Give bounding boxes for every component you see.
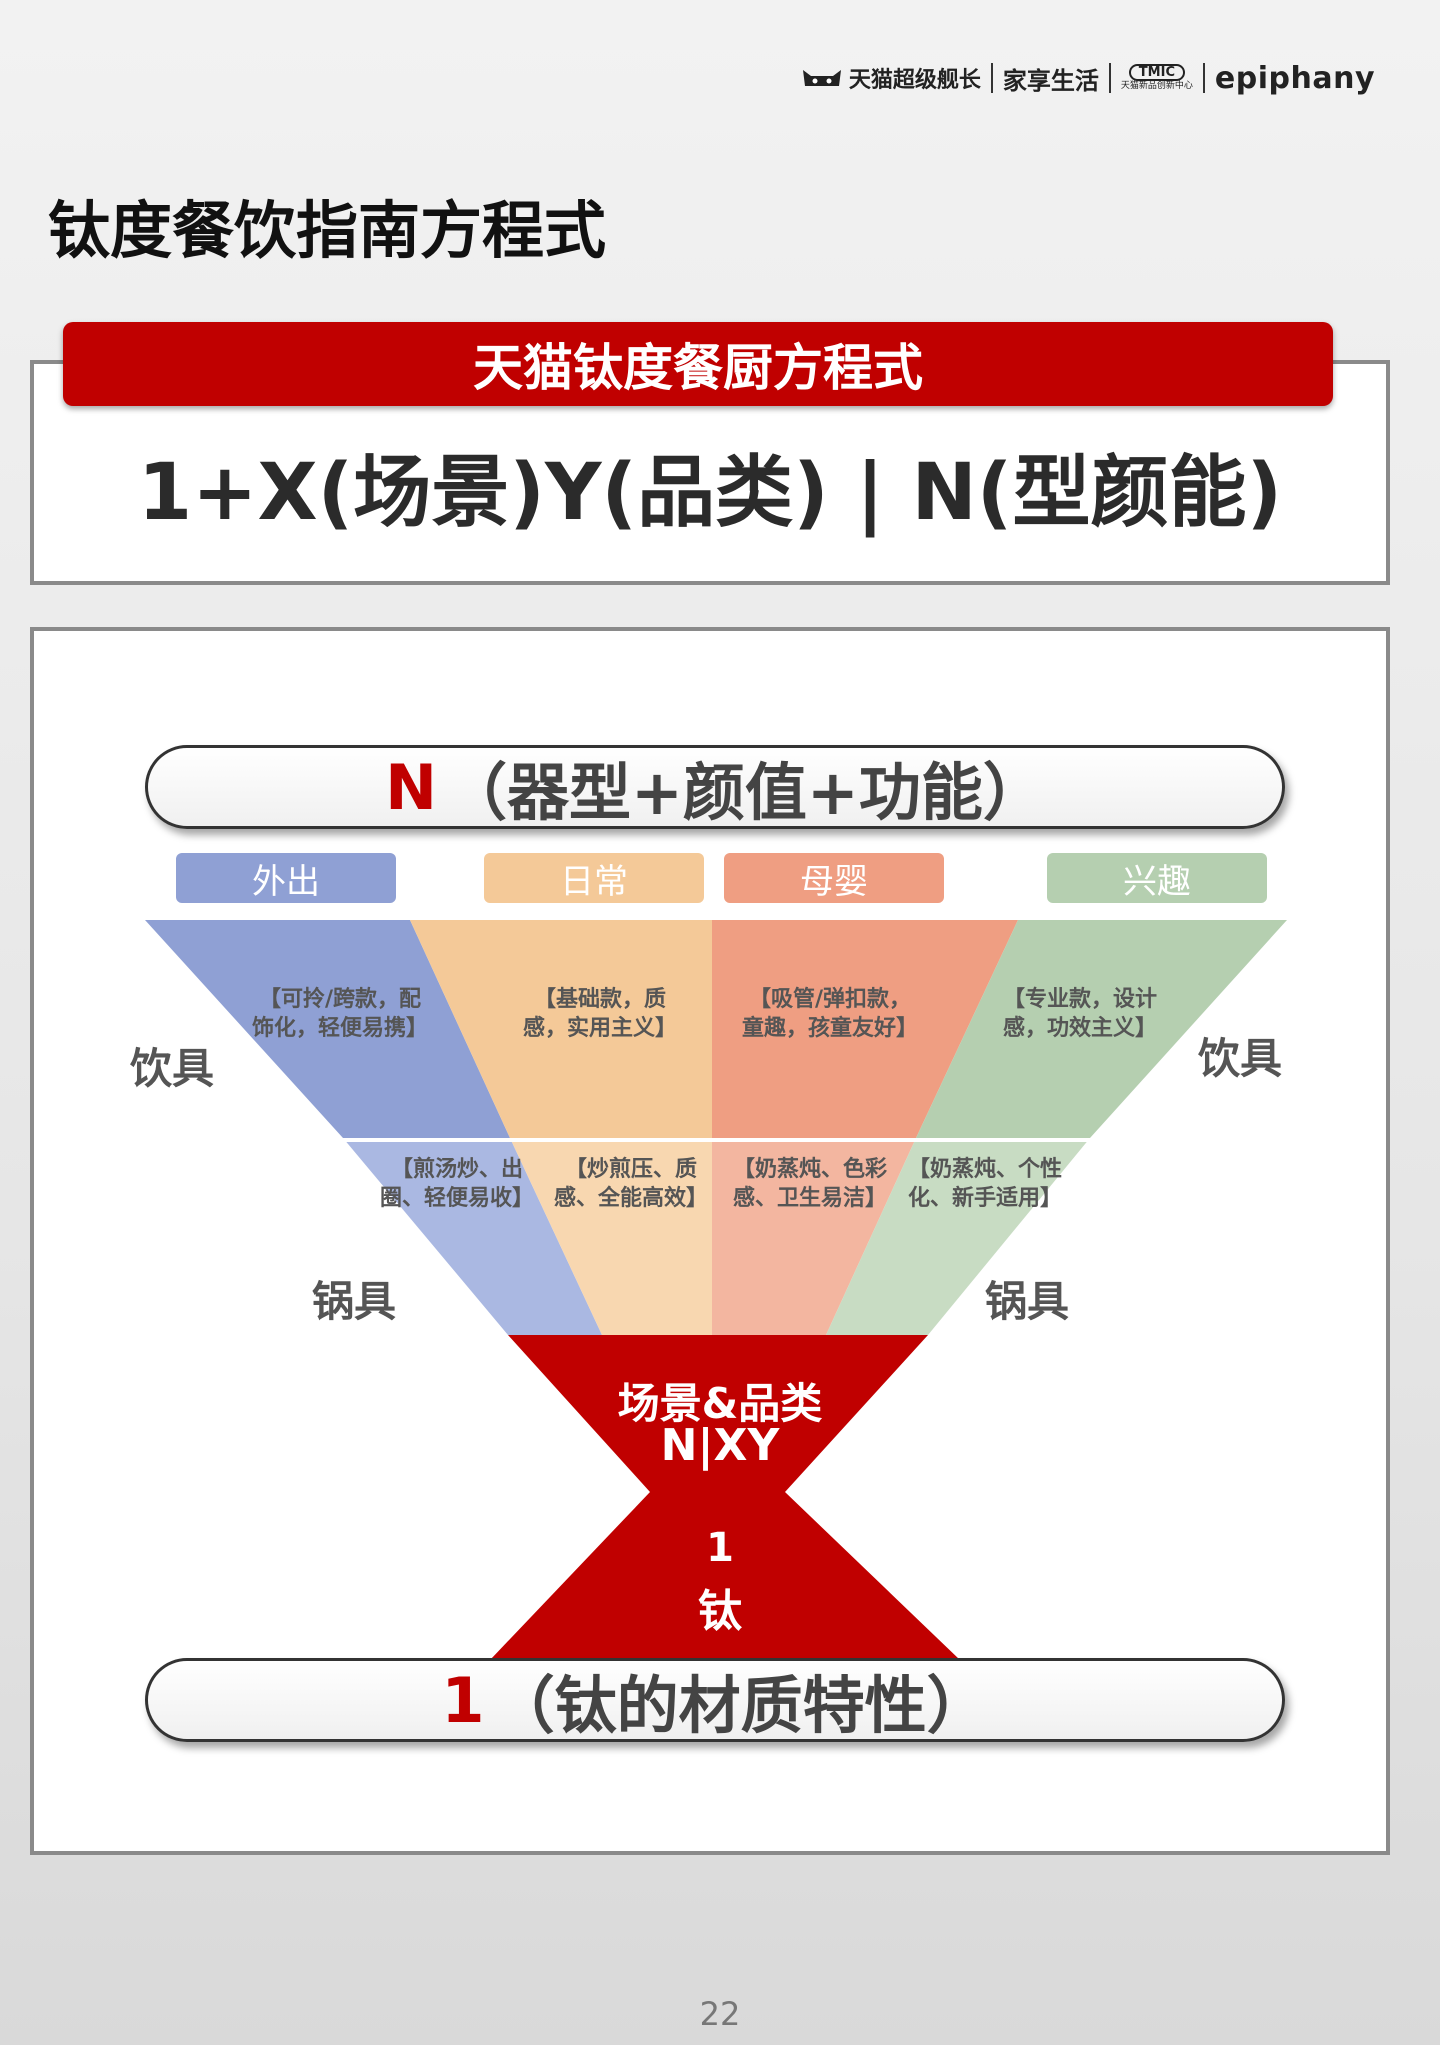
logo-divider [1202,63,1205,93]
scene-tag-baby: 母婴 [724,853,944,903]
bottom-pill-text: （钛的材质特性） [492,1669,989,1742]
tmic-logo: TMIC 天猫新品创新中心 [1121,64,1193,92]
drinkware-label-left: 饮具 [130,1044,215,1093]
tmall-cat-icon [802,70,841,86]
hourglass-upper-title: 场景&品类 [617,1379,823,1428]
logo-divider [1108,63,1111,93]
scene-tag-outdoor: 外出 [176,853,396,903]
scene-tag-hobby: 兴趣 [1047,853,1267,903]
drinkware-hobby-text: 【专业款，设计 感，功效主义】 [1002,987,1157,1041]
drinkware-outdoor-text: 【可拎/跨款，配 饰化，轻便易携】 [251,987,428,1041]
cookware-label-right: 锅具 [985,1277,1070,1326]
tmall-logo-text: 天猫超级舰长 [848,68,981,93]
tmic-badge: TMIC [1128,64,1185,81]
funnel-daily-upper [410,920,712,1138]
tmic-subtext: 天猫新品创新中心 [1120,81,1193,91]
scene-tag-daily: 日常 [484,853,704,903]
funnel-outdoor-lower [343,1138,602,1335]
drinkware-daily-text: 【基础款，质 感，实用主义】 [522,987,677,1041]
cookware-outdoor-text: 【煎汤炒、出 圈、轻便易收】 [379,1157,534,1211]
bottom-pill-number: 1 [441,1663,485,1737]
funnel-hobby-lower [826,1138,1090,1335]
funnel-outdoor-upper [145,920,510,1138]
page-title: 钛度餐饮指南方程式 [48,194,607,267]
home-logo-text: 家享生活 [1002,66,1099,95]
bottom-pill: 1 （钛的材质特性） [145,1658,1285,1742]
formula-banner: 天猫钛度餐厨方程式 [63,322,1333,406]
cookware-hobby-text: 【奶蒸炖、个性 化、新手适用】 [907,1157,1062,1211]
drinkware-baby-text: 【吸管/弹扣款， 童趣，孩童友好】 [741,987,918,1041]
hourglass-upper [508,1335,928,1492]
top-pill: N （器型+颜值+功能） [145,745,1285,829]
tmall-logo: 天猫超级舰长 [801,62,981,94]
cookware-daily-text: 【炒煎压、质 感、全能高效】 [553,1157,708,1211]
page-number: 22 [699,1995,741,2033]
formula-equation: 1+X(场景)Y(品类) | N(型颜能) [137,448,1283,538]
cookware-label-left: 锅具 [312,1277,397,1326]
partner-logos: 天猫超级舰长 家享生活 TMIC 天猫新品创新中心 epiphany [801,58,1375,98]
hourglass-lower-label: 钛 [698,1586,742,1637]
hourglass-upper-subtitle: N|XY [660,1420,780,1471]
hourglass-lower-number: 1 [706,1525,734,1571]
epiphany-logo: epiphany [1214,60,1375,96]
funnel-daily-lower [510,1138,712,1335]
funnel-baby-lower [712,1138,916,1335]
top-pill-letter: N [385,750,437,824]
cookware-baby-text: 【奶蒸炖、色彩 感、卫生易洁】 [732,1157,887,1211]
hourglass-lower [490,1492,960,1660]
logo-divider [990,63,993,93]
funnel-hobby-upper [916,920,1287,1138]
drinkware-label-right: 饮具 [1198,1034,1283,1083]
top-pill-text: （器型+颜值+功能） [444,756,1045,829]
